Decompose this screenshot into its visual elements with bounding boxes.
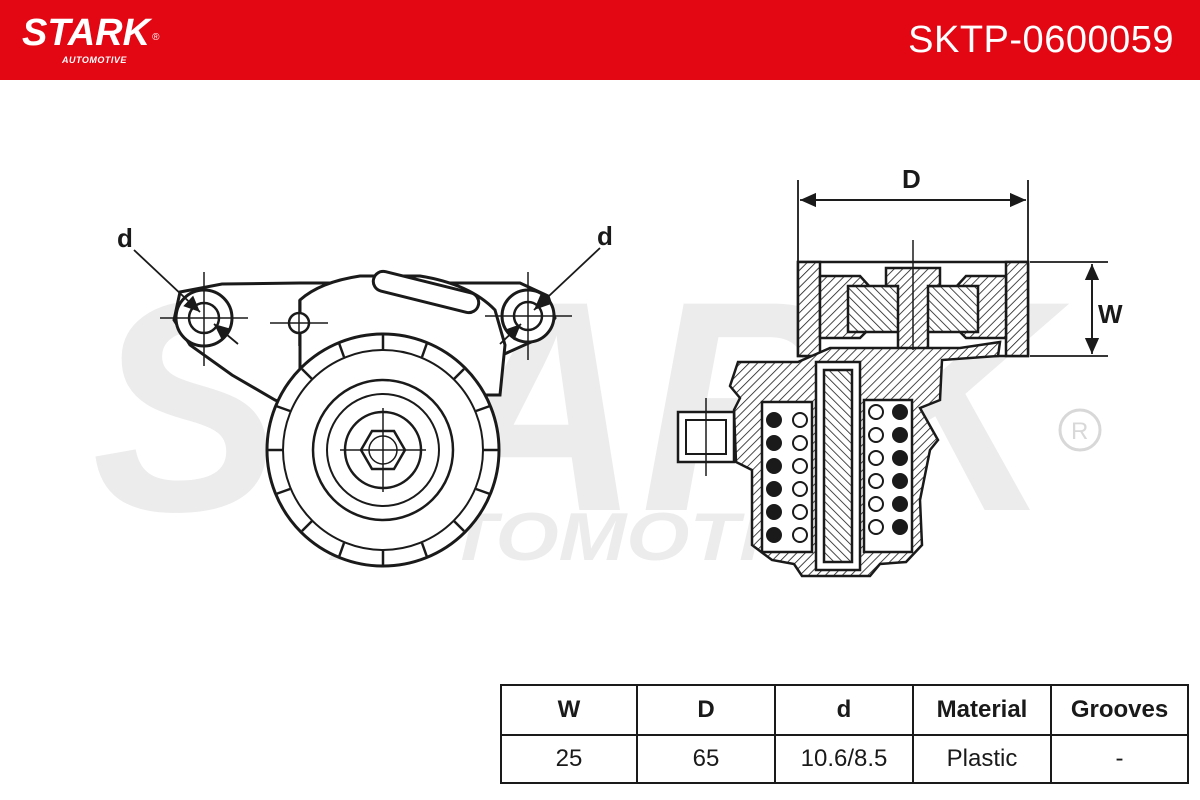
spec-value-grooves: -: [1050, 734, 1189, 784]
spec-value-d-bore: 10.6/8.5: [774, 734, 914, 784]
spec-header-row: W D d Material Grooves: [500, 684, 1189, 736]
spec-header-d-bore: d: [774, 684, 914, 736]
dimension-label-W: W: [1098, 299, 1123, 329]
spring-coils-left: [766, 412, 808, 543]
dimension-W: [1030, 261, 1108, 357]
logo-registered-mark: ®: [152, 32, 160, 43]
inner-shaft-core: [822, 368, 854, 564]
stark-logo: STARK® AUTOMOTIVE: [22, 12, 160, 65]
front-view-centerlines: [160, 272, 572, 492]
pulley-section-right-wall: [1004, 260, 1030, 358]
part-number: SKTP-0600059: [908, 19, 1174, 61]
spec-value-material: Plastic: [912, 734, 1052, 784]
adjustment-slot: [371, 269, 481, 315]
pulley-ribs: [268, 335, 498, 565]
spec-value-w: 25: [500, 734, 638, 784]
dimension-D: [797, 180, 1029, 262]
dimension-label-D: D: [902, 164, 921, 194]
spring-coils-right: [868, 404, 908, 535]
spec-header-d-outer: D: [636, 684, 776, 736]
dimension-label-d-left: d: [117, 223, 133, 253]
specification-table: W D d Material Grooves 25 65 10.6/8.5 Pl…: [500, 684, 1189, 784]
section-view: [676, 260, 1030, 578]
spec-value-row: 25 65 10.6/8.5 Plastic -: [500, 734, 1189, 784]
header-bar: STARK® AUTOMOTIVE SKTP-0600059: [0, 0, 1200, 80]
d-leader-lines: [133, 247, 601, 345]
logo-brand: STARK: [22, 12, 151, 54]
pulley-section-left-wall: [796, 260, 822, 358]
spec-value-d-outer: 65: [636, 734, 776, 784]
spec-header-w: W: [500, 684, 638, 736]
spec-header-grooves: Grooves: [1050, 684, 1189, 736]
logo-subtitle: AUTOMOTIVE: [62, 55, 127, 65]
spec-header-material: Material: [912, 684, 1052, 736]
front-view: [172, 269, 557, 568]
dimension-label-d-right: d: [597, 221, 613, 251]
